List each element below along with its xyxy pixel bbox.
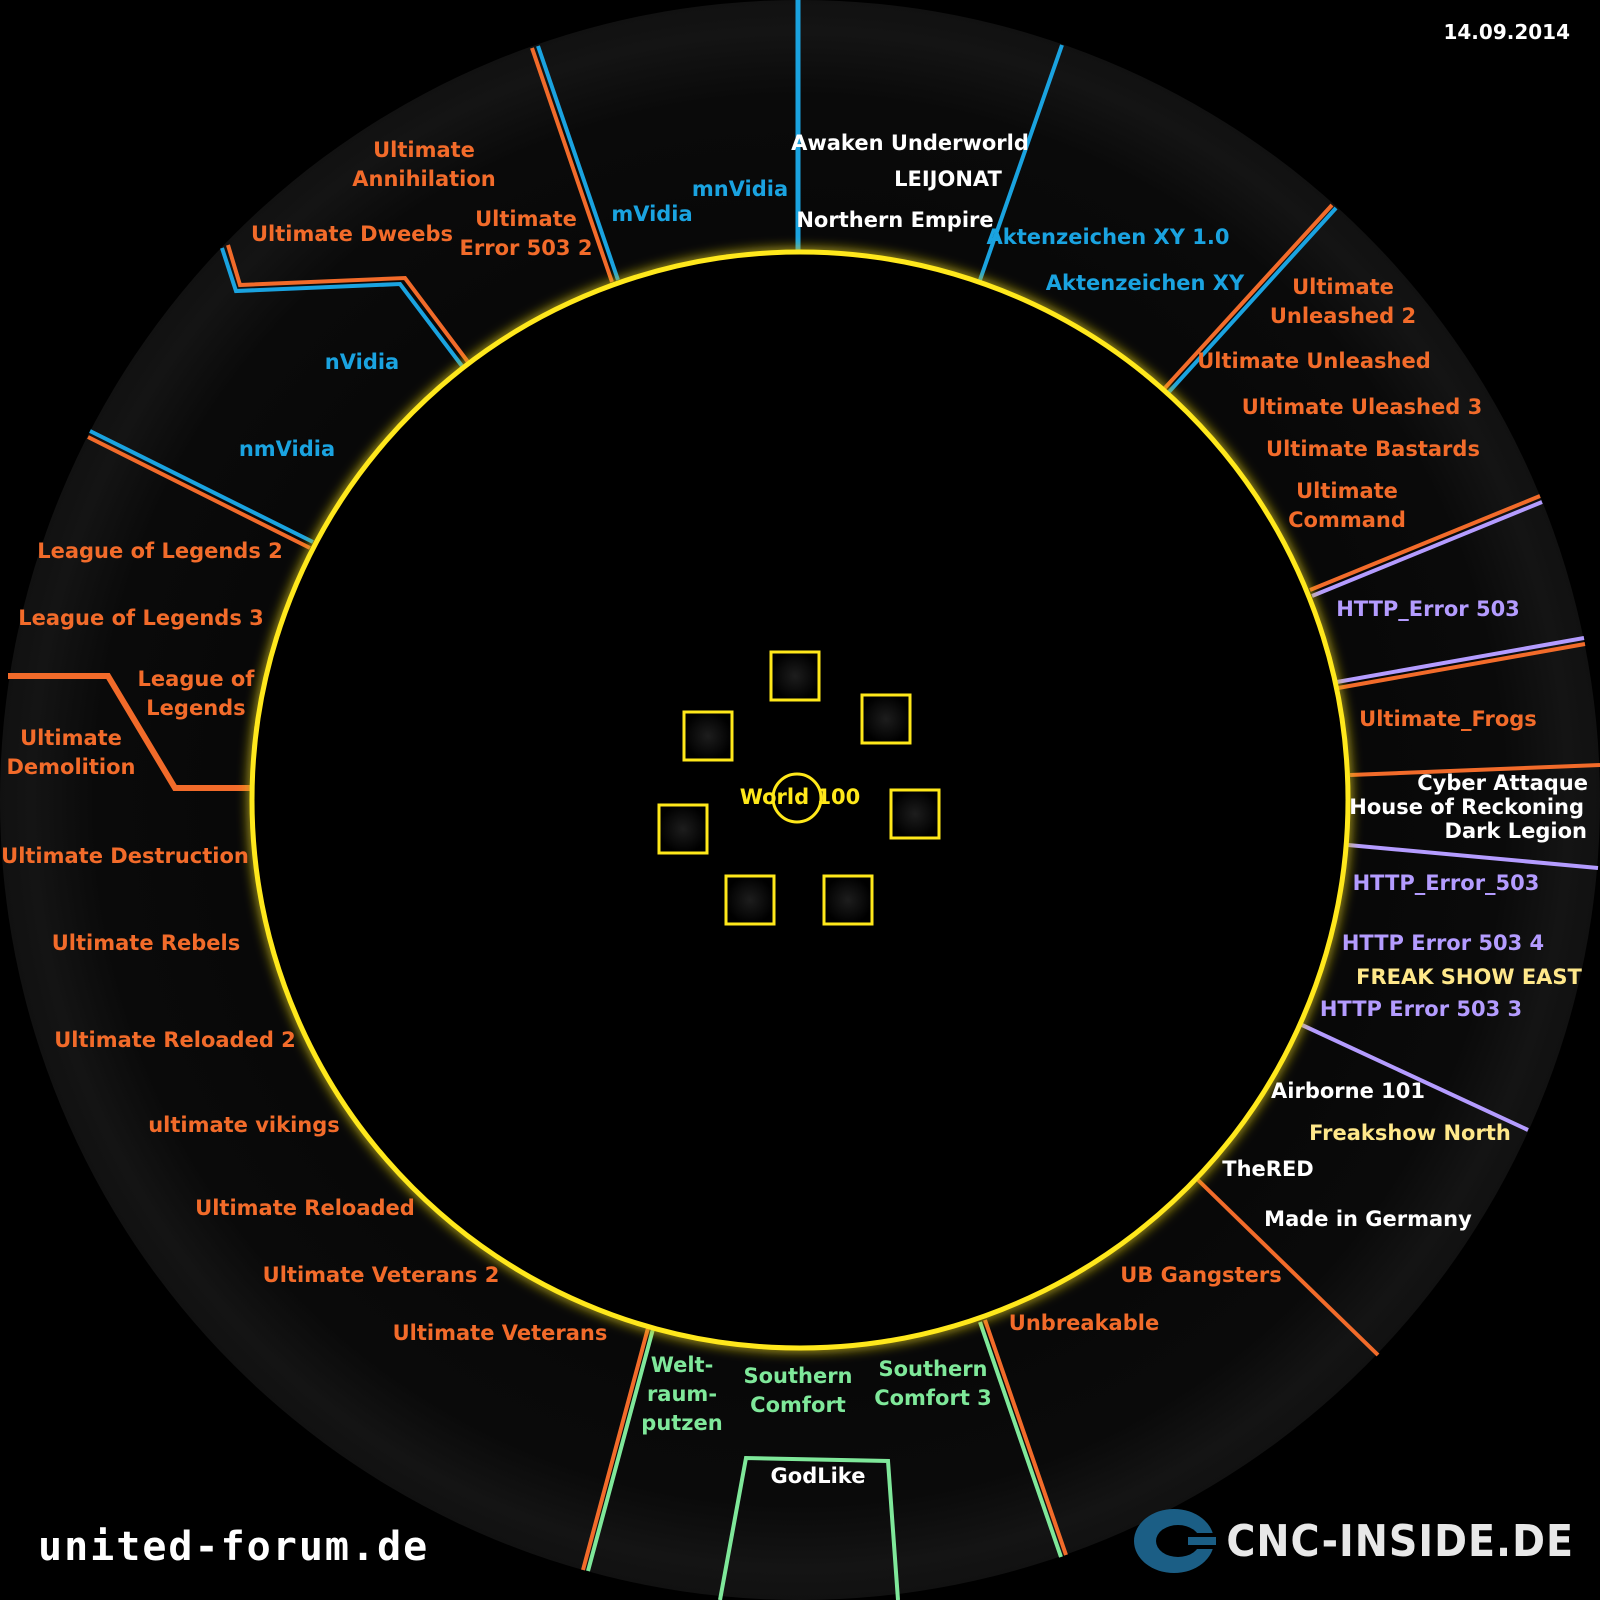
border-godlike: [718, 1455, 900, 1600]
alliance-label[interactable]: FREAK SHOW EAST: [1356, 965, 1582, 989]
border-orange-white-e: [1349, 763, 1600, 777]
world-ring: [249, 249, 1351, 1351]
alliance-label[interactable]: mnVidia: [692, 177, 788, 201]
border-dweebs-orange: [226, 244, 470, 364]
alliance-label[interactable]: Unbreakable: [1009, 1311, 1159, 1335]
border-orange-purple-b: [1311, 500, 1543, 598]
cnc-logo-icon: [1134, 1509, 1217, 1573]
alliance-label[interactable]: TheRED: [1222, 1157, 1313, 1181]
border-purple-orange-b: [1337, 642, 1586, 690]
border-orange-blue-nw-a: [530, 47, 614, 283]
alliance-label[interactable]: ultimate vikings: [148, 1113, 340, 1137]
alliance-label[interactable]: Aktenzeichen XY: [1046, 271, 1245, 295]
alliance-label[interactable]: Freakshow North: [1309, 1121, 1511, 1145]
center-marker-circle[interactable]: [771, 772, 823, 824]
border-purple-white-se: [1301, 1023, 1529, 1132]
alliance-label[interactable]: Ultimate Bastards: [1266, 437, 1480, 461]
alliance-label[interactable]: HTTP Error 503 4: [1342, 931, 1544, 955]
center-markers: [657, 650, 941, 926]
alliance-label[interactable]: Welt-raum-putzen: [641, 1353, 722, 1435]
alliance-label[interactable]: Ultimate Veterans: [393, 1321, 608, 1345]
alliance-label[interactable]: Cyber Attaque: [1417, 771, 1588, 795]
alliance-label[interactable]: HTTP_Error 503: [1336, 597, 1520, 621]
center-marker-box[interactable]: [860, 693, 912, 745]
border-league-blue-w-b: [89, 429, 314, 544]
alliance-label[interactable]: HTTP_Error_503: [1353, 871, 1540, 895]
territory-borders: [8, 0, 1600, 1600]
center-label: World 100: [740, 785, 861, 809]
border-demolition: [8, 673, 250, 791]
alliance-label[interactable]: Ultimate Unleashed: [1197, 349, 1430, 373]
alliance-label[interactable]: Ultimate Reloaded 2: [54, 1028, 296, 1052]
brand-cnc-inside[interactable]: CNC-INSIDE.DE: [1132, 1506, 1574, 1576]
border-blue-white: [978, 44, 1064, 281]
alliance-label[interactable]: Ultimate Destruction: [1, 844, 249, 868]
alliance-label[interactable]: nVidia: [325, 350, 399, 374]
alliance-label[interactable]: nmVidia: [239, 437, 335, 461]
brand-cnc-inside-text: CNC-INSIDE.DE: [1226, 1515, 1574, 1567]
border-orange-green-s-a: [983, 1319, 1068, 1556]
alliance-label[interactable]: GodLike: [771, 1464, 866, 1488]
border-green-orange-sw-a: [581, 1327, 650, 1571]
alliance-label[interactable]: HTTP Error 503 3: [1320, 997, 1522, 1021]
border-orange-purple-a: [1309, 494, 1541, 592]
alliance-label[interactable]: Ultimate Rebels: [52, 931, 241, 955]
alliance-label[interactable]: Dark Legion: [1445, 819, 1587, 843]
brand-united-forum[interactable]: united-forum.de: [38, 1524, 430, 1570]
alliance-label[interactable]: League of Legends 3: [18, 606, 264, 630]
border-blue-orange-ne-b: [1166, 206, 1338, 395]
alliance-label[interactable]: League of Legends 2: [37, 539, 283, 563]
border-white-purple-e: [1347, 843, 1599, 870]
center-marker-box[interactable]: [657, 803, 709, 855]
border-orange-green-s-b: [978, 1321, 1063, 1558]
center-marker-box[interactable]: [682, 710, 734, 762]
alliance-label[interactable]: Ultimate_Frogs: [1359, 707, 1537, 731]
alliance-label[interactable]: mVidia: [611, 202, 692, 226]
alliance-label[interactable]: Awaken Underworld: [791, 131, 1029, 155]
alliance-label[interactable]: Ultimate Dweebs: [251, 222, 453, 246]
center-marker-box[interactable]: [889, 788, 941, 840]
alliance-label[interactable]: UB Gangsters: [1120, 1263, 1281, 1287]
alliance-label[interactable]: Ultimate Reloaded: [195, 1196, 415, 1220]
alliance-label[interactable]: Ultimate Uleashed 3: [1242, 395, 1482, 419]
border-league-blue-w-a: [87, 435, 311, 550]
map-date: 14.09.2014: [1443, 20, 1570, 44]
border-green-orange-sw-b: [586, 1328, 655, 1572]
alliance-label[interactable]: Airborne 101: [1271, 1079, 1425, 1103]
alliance-label[interactable]: Northern Empire: [796, 208, 993, 232]
border-orange-blue-nw-b: [536, 45, 620, 281]
alliance-label[interactable]: Made in Germany: [1264, 1207, 1472, 1231]
alliance-label[interactable]: House of Reckoning: [1349, 795, 1584, 819]
alliance-label[interactable]: Aktenzeichen XY 1.0: [987, 225, 1230, 249]
center-marker-box[interactable]: [724, 874, 776, 926]
border-purple-orange-a: [1336, 636, 1585, 684]
border-blue-orange-ne-a: [1161, 203, 1334, 392]
border-white-orange-se: [1196, 1178, 1380, 1357]
alliance-label[interactable]: Ultimate Veterans 2: [263, 1263, 500, 1287]
center-marker-box[interactable]: [822, 874, 874, 926]
center-marker-box[interactable]: [769, 650, 821, 702]
alliance-label[interactable]: LEIJONAT: [894, 167, 1002, 191]
border-dweebs-blue: [220, 247, 464, 368]
